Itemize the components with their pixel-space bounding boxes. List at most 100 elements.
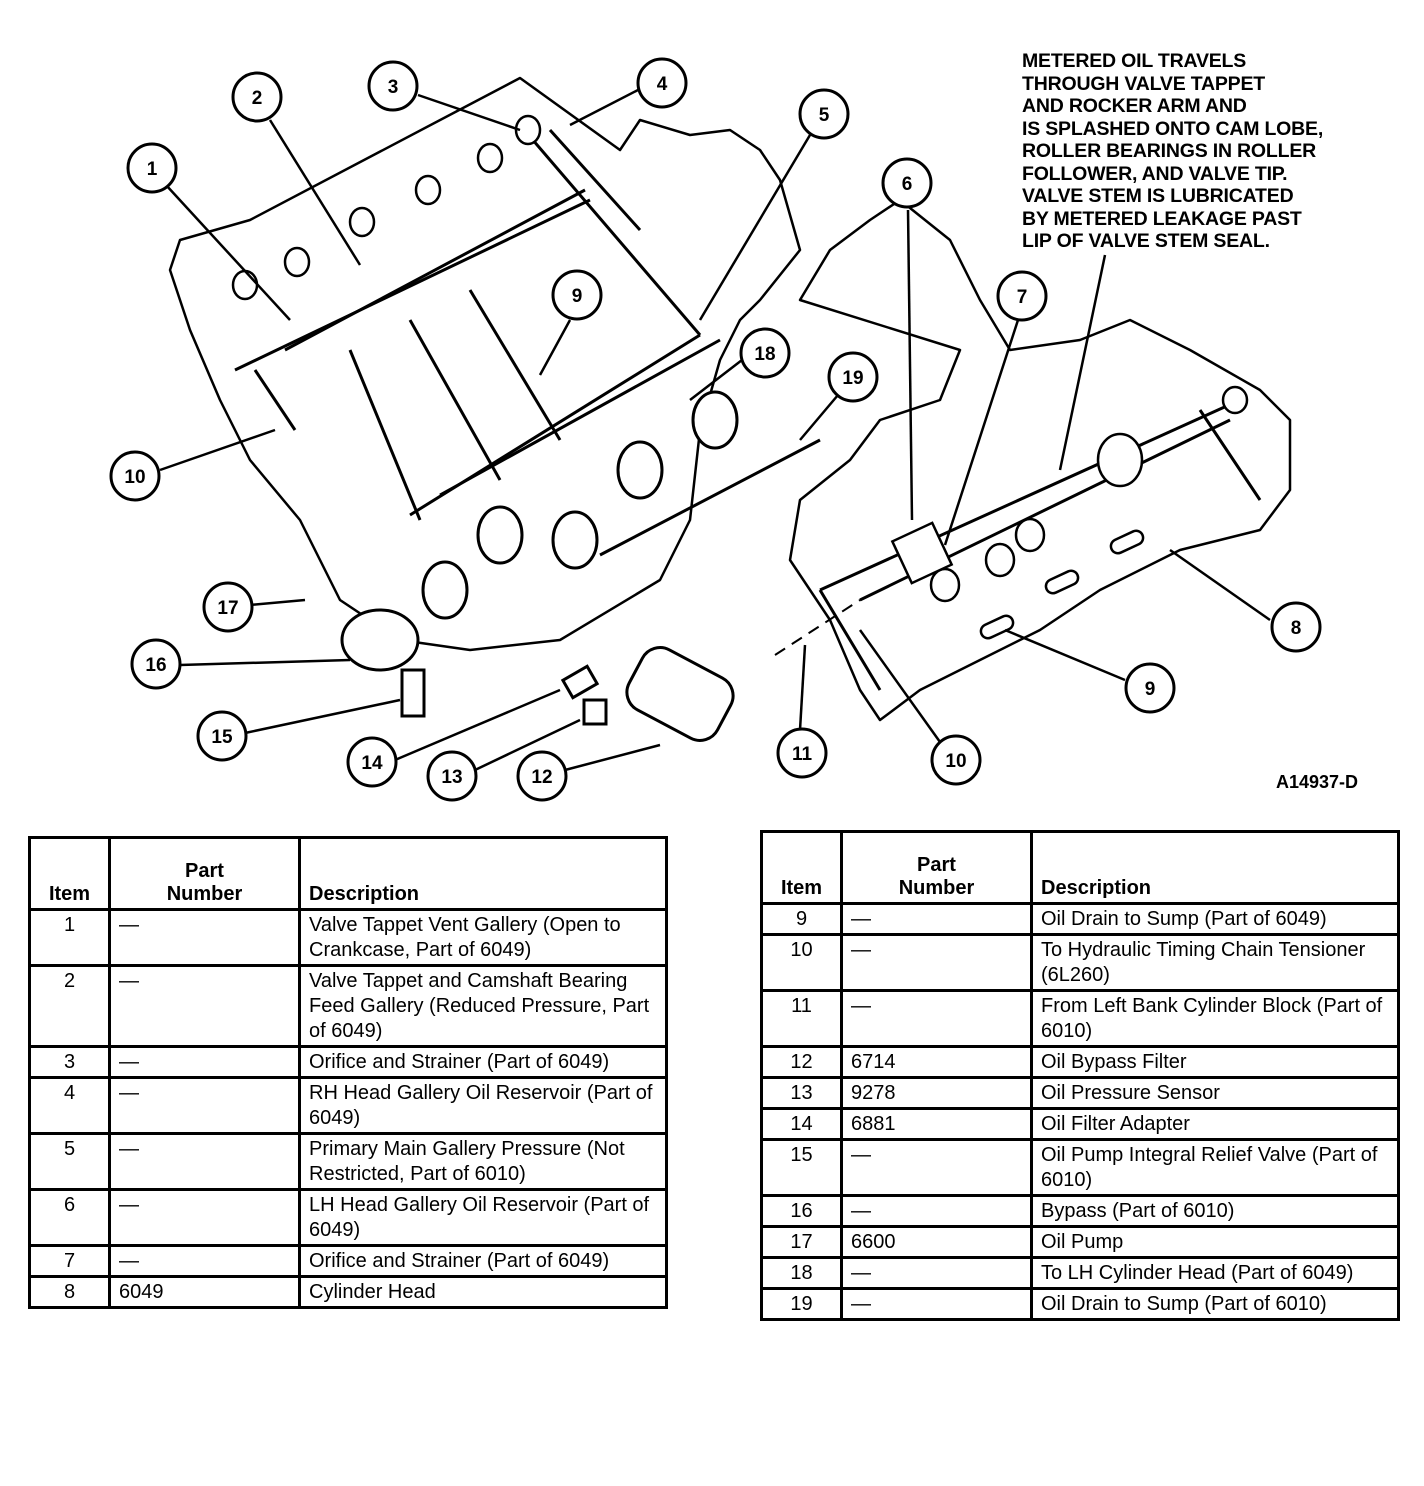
cam-lobe-3 (1014, 517, 1046, 553)
item-cell: 9 (760, 902, 843, 936)
leader-19 (799, 394, 839, 441)
table-row: 6—LH Head Gallery Oil Reservoir (Part of… (28, 1188, 668, 1247)
leader-13 (474, 718, 581, 772)
callout-6: 6 (902, 174, 913, 195)
callout-16: 16 (145, 655, 166, 676)
callout-9: 9 (572, 286, 583, 307)
callout-1: 1 (147, 159, 158, 180)
item-cell: 16 (760, 1194, 843, 1228)
parts-table-left-body: 1—Valve Tappet Vent Gallery (Open to Cra… (28, 908, 668, 1309)
callout-18: 18 (754, 344, 775, 365)
leader-3 (417, 93, 521, 132)
item-cell: 12 (760, 1045, 843, 1079)
callout-10: 10 (124, 467, 145, 488)
description-cell: Oil Pump Integral Relief Valve (Part of … (1030, 1138, 1400, 1197)
tensioner-tube (818, 589, 882, 691)
note-line: IS SPLASHED ONTO CAM LOBE, (1022, 117, 1324, 140)
gallery-tube-5 (548, 128, 642, 232)
item-cell: 17 (760, 1225, 843, 1259)
gallery-tube-1 (234, 198, 591, 372)
callout-5: 5 (819, 105, 830, 126)
description-cell: Oil Pump (1030, 1225, 1400, 1259)
part-number-cell: 6714 (840, 1045, 1033, 1079)
drain-pipe-4 (253, 369, 297, 431)
description-cell: RH Head Gallery Oil Reservoir (Part of 6… (298, 1076, 668, 1135)
tappet-6 (514, 114, 542, 146)
item-cell: 5 (28, 1132, 111, 1191)
callout-16-circle (130, 638, 182, 690)
gallery-tube-4 (518, 124, 702, 336)
callout-12-circle (516, 750, 568, 802)
description-cell: Oil Drain to Sump (Part of 6010) (1030, 1287, 1400, 1321)
callout-1-circle (126, 142, 178, 194)
leader-note (1058, 254, 1107, 471)
header-description: Description (1030, 830, 1400, 905)
note-line: AND ROCKER ARM AND (1022, 95, 1247, 117)
part-number-cell: — (840, 1287, 1033, 1321)
table-row: 7—Orifice and Strainer (Part of 6049) (28, 1244, 668, 1278)
cam-gallery-tube (819, 398, 1241, 592)
callout-10-circle (109, 450, 161, 502)
cam-lobe-1 (929, 567, 961, 603)
leader-11 (798, 644, 807, 731)
rear-drain-tube (1198, 409, 1262, 501)
part-number-cell: — (108, 1076, 301, 1135)
description-cell: Orifice and Strainer (Part of 6049) (298, 1244, 668, 1278)
callout-15-circle (196, 710, 248, 762)
note-line: METERED OIL TRAVELS (1022, 50, 1247, 72)
oil-drain-slot-3 (1109, 529, 1145, 555)
part-number-cell: — (108, 1244, 301, 1278)
callout-11: 11 (792, 744, 813, 765)
item-cell: 8 (28, 1275, 111, 1309)
oil-filter (625, 646, 735, 742)
gallery-tube-3 (439, 338, 721, 497)
description-cell: Valve Tappet and Camshaft Bearing Feed G… (298, 964, 668, 1048)
right-drain-tube (599, 438, 821, 557)
callout-9b: 9 (1145, 679, 1156, 700)
drain-pipe-2 (408, 319, 502, 481)
leader-4 (569, 88, 639, 127)
leader-12 (564, 743, 661, 772)
callout-17-circle (202, 581, 254, 633)
callout-7: 7 (1017, 287, 1028, 308)
part-number-cell: — (108, 1132, 301, 1191)
note-line: THROUGH VALVE TAPPET (1022, 72, 1266, 95)
note-line: FOLLOWER, AND VALVE TIP. (1022, 162, 1288, 185)
leader-5 (698, 134, 812, 321)
callout-14-circle (346, 736, 398, 788)
callout-3: 3 (388, 77, 399, 98)
leader-6 (906, 209, 914, 521)
item-cell: 14 (760, 1107, 843, 1141)
callout-4-circle (636, 57, 688, 109)
item-cell: 3 (28, 1045, 111, 1079)
part-number-cell: 6049 (108, 1275, 301, 1309)
table-row: 11—From Left Bank Cylinder Block (Part o… (760, 989, 1400, 1048)
item-cell: 13 (760, 1076, 843, 1110)
callout-10b: 10 (945, 751, 966, 772)
tappet-3 (348, 206, 376, 238)
cam-lobe-5 (1221, 385, 1249, 415)
header-description: Description (298, 836, 668, 911)
leader-17 (249, 598, 306, 607)
leader-10-right (858, 629, 942, 743)
leader-18 (689, 359, 743, 401)
feed-dashed-line (774, 599, 861, 656)
leader-8 (1169, 548, 1271, 622)
callout-19: 19 (842, 368, 863, 389)
note-line: VALVE STEM IS LUBRICATED (1022, 185, 1294, 207)
callout-19-circle (827, 351, 879, 403)
part-number-cell: — (108, 908, 301, 967)
crank-journal-1 (421, 560, 469, 620)
callout-13-circle (426, 750, 478, 802)
valve-tappet-block (890, 521, 954, 585)
part-number-cell: 6600 (840, 1225, 1033, 1259)
figure-id: A14937-D (1276, 772, 1359, 792)
crank-journal-3 (551, 510, 599, 570)
part-number-cell: — (840, 933, 1033, 992)
